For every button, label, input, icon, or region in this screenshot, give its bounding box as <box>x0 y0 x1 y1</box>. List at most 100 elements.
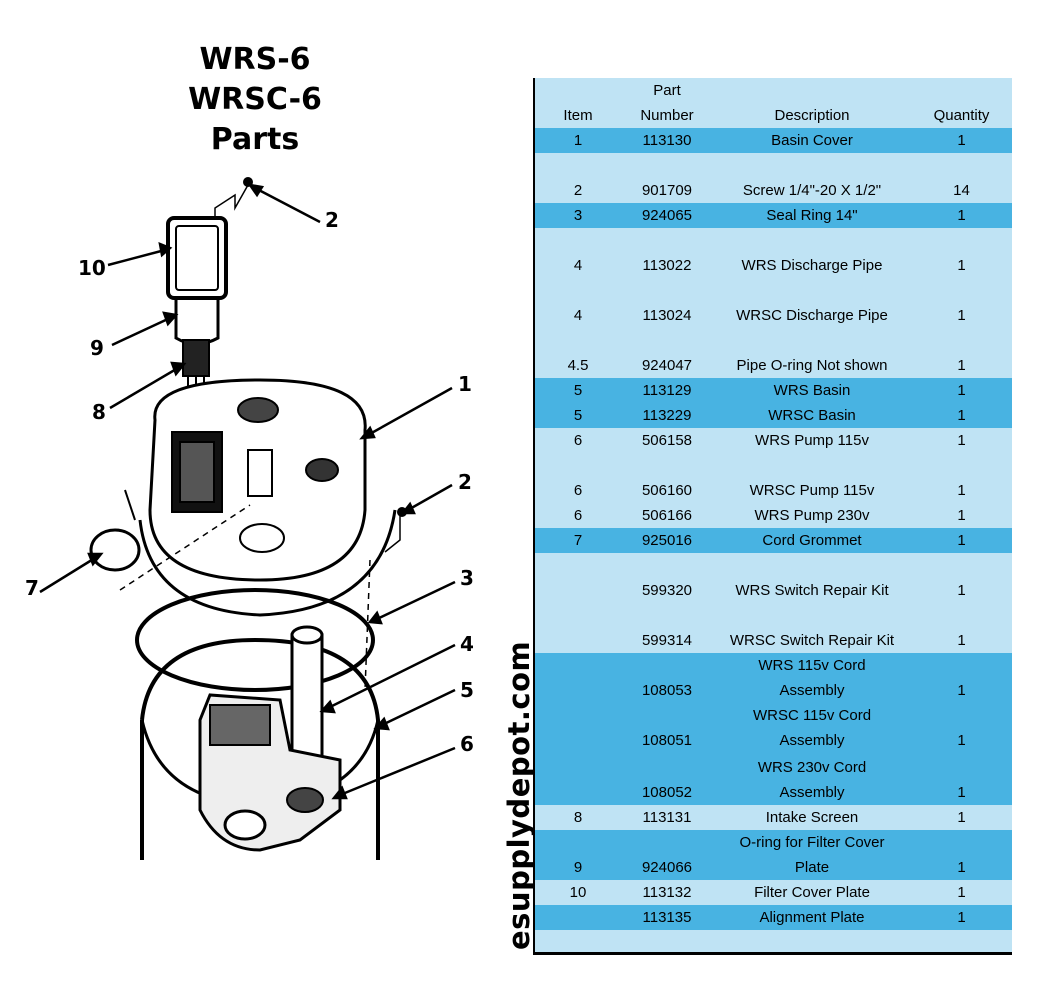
description-line-1: WRS 230v Cord <box>757 759 867 776</box>
cell-item <box>535 703 621 753</box>
cell-part-number: 113130 <box>642 132 692 149</box>
cell-description: WRS Switch Repair Kit <box>735 582 889 599</box>
cell-part-number: 924066 <box>641 859 693 876</box>
header-quantity: Quantity <box>933 107 990 124</box>
watermark: esupplydepot.com <box>502 640 536 950</box>
callout-2-right: 2 <box>458 470 472 494</box>
cell-item: 2 <box>573 182 583 199</box>
callout-6: 6 <box>460 732 474 756</box>
cell-description: Filter Cover Plate <box>754 884 870 901</box>
cell-part-number: 506160 <box>641 482 693 499</box>
callout-4: 4 <box>460 632 474 656</box>
cell-description: WRSC Discharge Pipe <box>736 307 888 324</box>
intake-screen <box>182 339 210 377</box>
cell-item: 7 <box>573 532 583 549</box>
cell-description: Alignment Plate <box>759 909 865 926</box>
description-line-1: O-ring for Filter Cover <box>739 834 885 851</box>
basin <box>140 637 380 860</box>
cell-part-number: 901709 <box>641 182 693 199</box>
cell-description: WRS Discharge Pipe <box>741 257 883 274</box>
cell-part-number: 113135 <box>642 909 692 926</box>
cell-quantity: 1 <box>957 257 966 274</box>
description-line-2: Assembly <box>779 732 845 749</box>
cell-quantity: 1 <box>957 884 966 901</box>
cell-description: WRS Pump 115v <box>755 432 869 449</box>
cell-item: 8 <box>573 809 583 826</box>
cell-quantity: 1 <box>957 207 966 224</box>
table-row: 6 506158 WRS Pump 115v 1 <box>535 428 1012 453</box>
cell-part-number: 599314 <box>641 632 693 649</box>
description-line-2: Assembly <box>779 784 845 801</box>
cell-item: 10 <box>569 884 587 901</box>
cell-quantity: 1 <box>957 357 966 374</box>
table-row: 113135 Alignment Plate 1 <box>535 905 1012 930</box>
cell-part-number: 506166 <box>641 507 693 524</box>
filter-oring <box>174 300 220 346</box>
cell-part-number: 113229 <box>642 407 692 424</box>
cell-quantity: 1 <box>957 632 966 649</box>
cell-part-number: 113022 <box>642 257 692 274</box>
cell-part-number: 108052 <box>641 784 693 801</box>
cell-description: Basin Cover <box>771 132 853 149</box>
cell-quantity: 1 <box>957 132 966 149</box>
description-line-1: WRSC 115v Cord <box>752 707 872 724</box>
cell-quantity: 1 <box>957 909 966 926</box>
cell-part-number: 108051 <box>641 732 693 749</box>
cell-part-number: 113024 <box>642 307 692 324</box>
title-line-2: WRSC-6 <box>188 82 322 117</box>
cell-quantity: 1 <box>957 482 966 499</box>
cell-item: 9 <box>573 859 583 876</box>
header-part-number: Part Number <box>621 78 713 128</box>
cell-item: 6 <box>573 507 583 524</box>
filter-cover-plate <box>166 216 228 300</box>
cell-item: 4 <box>573 307 583 324</box>
description-line-1: WRS 115v Cord <box>758 657 866 674</box>
cord-grommet <box>89 528 141 572</box>
cell-item: 4 <box>573 257 583 274</box>
cell-item: 4.5 <box>567 357 589 374</box>
callout-7: 7 <box>25 576 39 600</box>
title-line-1: WRS-6 <box>199 42 311 77</box>
page-title: WRS-6 WRSC-6 Parts <box>155 40 355 160</box>
callout-8: 8 <box>92 400 106 424</box>
cell-part-number: 924047 <box>641 357 693 374</box>
table-header: Item Part Number Description Quantity <box>535 78 1012 128</box>
cell-quantity: 1 <box>957 507 966 524</box>
cell-item <box>535 603 621 653</box>
cell-item: 6 <box>573 432 583 449</box>
cell-description: WRS Basin <box>773 382 851 399</box>
cell-description: WRSC Pump 115v <box>749 482 875 499</box>
cell-part-number: 506158 <box>641 432 693 449</box>
header-item: Item <box>563 107 593 124</box>
cell-quantity: 1 <box>957 432 966 449</box>
cell-part-number: 108053 <box>641 682 693 699</box>
discharge-pipe <box>290 633 324 767</box>
cell-item <box>535 653 621 703</box>
cell-description: Seal Ring 14" <box>766 207 858 224</box>
callout-9: 9 <box>90 336 104 360</box>
cell-quantity: 1 <box>957 382 966 399</box>
cell-quantity: 14 <box>953 182 970 199</box>
cell-quantity: 1 <box>957 809 966 826</box>
callout-2-top: 2 <box>325 208 339 232</box>
cell-quantity: 1 <box>957 732 966 749</box>
cell-item: 3 <box>573 207 583 224</box>
cell-description: Intake Screen <box>765 809 859 826</box>
cell-quantity: 1 <box>957 307 966 324</box>
